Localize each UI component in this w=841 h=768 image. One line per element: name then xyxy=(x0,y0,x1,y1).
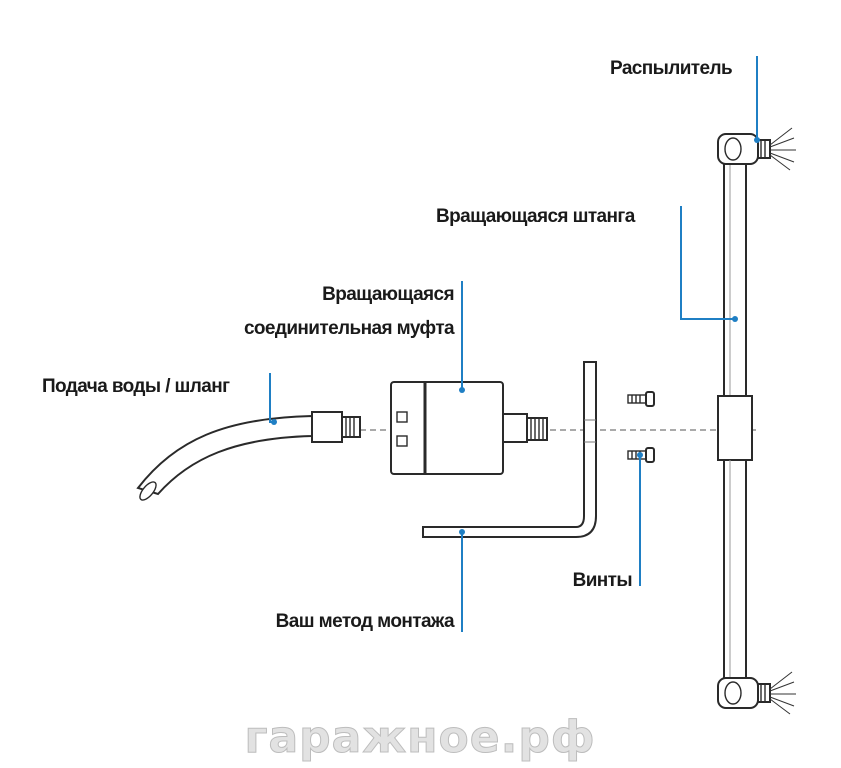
water-hose xyxy=(136,411,361,501)
label-coupling-line2: соединительная муфта xyxy=(244,318,455,339)
rotating-coupling xyxy=(390,381,548,475)
label-screws: Винты xyxy=(573,570,632,591)
leader-water-supply xyxy=(269,373,277,425)
leader-sprayer xyxy=(754,56,760,143)
sprayer-bottom xyxy=(717,671,796,715)
leader-screws xyxy=(637,452,643,586)
label-mounting: Ваш метод монтажа xyxy=(276,611,455,632)
label-water-supply: Подача воды / шланг xyxy=(42,376,230,397)
rotating-rod xyxy=(717,159,753,683)
leader-rotating-rod xyxy=(680,206,738,322)
leader-coupling xyxy=(459,281,465,393)
label-coupling-line1: Вращающаяся xyxy=(322,284,454,305)
label-rotating-rod: Вращающаяся штанга xyxy=(436,206,636,227)
label-sprayer: Распылитель xyxy=(610,58,732,79)
watermark-text: гаражное.рф xyxy=(245,712,596,763)
sprayer-top xyxy=(717,127,796,171)
screw-top xyxy=(627,391,655,407)
mounting-bracket xyxy=(422,361,597,538)
leader-mounting xyxy=(459,529,465,632)
